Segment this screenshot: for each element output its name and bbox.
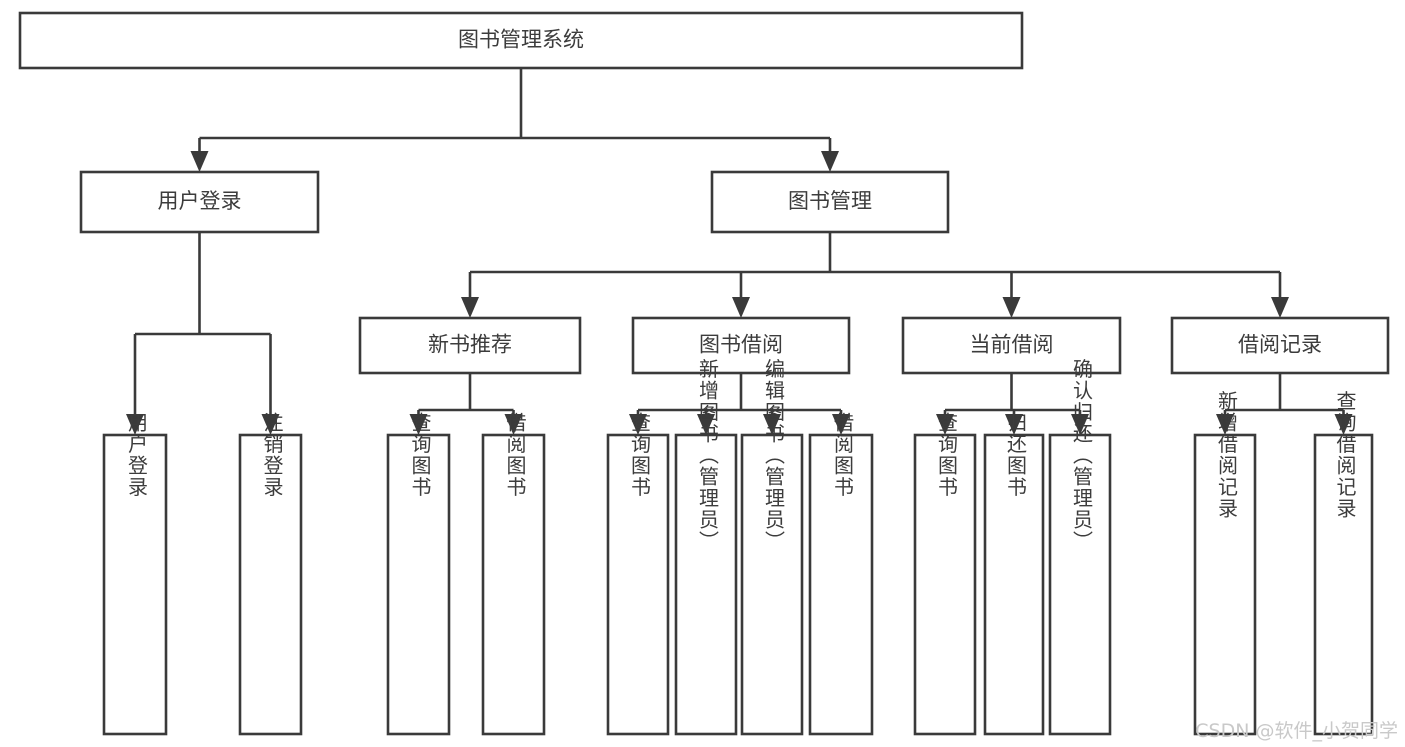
node-box-leaf-borrow-book-recommend: [481, 433, 546, 736]
node-label-leaf-confirm-return-admin: 确认归还（管理员）: [1070, 358, 1094, 552]
arrow-head-leaf-borrow-book: [832, 414, 850, 435]
connector-layer: [126, 68, 1353, 435]
arrow-head-book-borrow: [732, 297, 750, 318]
node-new-book-recommend[interactable]: 新书推荐: [358, 316, 582, 375]
node-label-new-book-recommend: 新书推荐: [428, 333, 512, 357]
node-label-leaf-query-book-recommend: 查询图书: [408, 412, 432, 498]
arrow-head-leaf-query-book-current: [936, 414, 954, 435]
node-borrow-record[interactable]: 借阅记录: [1170, 316, 1390, 375]
node-box-new-book-recommend: [358, 316, 582, 375]
node-book-management[interactable]: 图书管理: [710, 170, 950, 234]
node-box-leaf-add-book-admin: [674, 433, 738, 736]
node-box-leaf-query-book-borrow: [606, 433, 670, 736]
node-label-user-login: 用户登录: [158, 189, 242, 213]
arrow-head-leaf-confirm-return-admin: [1071, 414, 1089, 435]
node-label-root: 图书管理系统: [458, 28, 584, 52]
node-box-leaf-edit-book-admin: [740, 433, 804, 736]
node-root[interactable]: 图书管理系统: [18, 11, 1024, 70]
node-leaf-query-book-current[interactable]: 查询图书: [913, 412, 977, 736]
node-leaf-add-borrow-record[interactable]: 新增借阅记录: [1193, 390, 1257, 736]
node-current-borrow[interactable]: 当前借阅: [901, 316, 1122, 375]
node-label-book-borrow: 图书借阅: [699, 333, 783, 357]
node-box-user-login: [79, 170, 320, 234]
node-box-leaf-add-borrow-record: [1193, 433, 1257, 736]
node-user-login[interactable]: 用户登录: [79, 170, 320, 234]
node-label-leaf-query-book-borrow: 查询图书: [628, 412, 652, 498]
node-label-leaf-query-book-current: 查询图书: [935, 412, 959, 498]
node-label-leaf-return-book: 归还图书: [1004, 412, 1028, 498]
node-label-leaf-logout: 注销登录: [260, 412, 284, 498]
node-label-leaf-user-login: 用户登录: [125, 412, 149, 498]
node-leaf-return-book[interactable]: 归还图书: [983, 412, 1045, 736]
arrow-head-leaf-edit-book-admin: [763, 414, 781, 435]
node-label-leaf-query-borrow-record: 查询借阅记录: [1333, 390, 1357, 519]
node-leaf-logout[interactable]: 注销登录: [238, 412, 303, 736]
node-leaf-borrow-book[interactable]: 借阅图书: [808, 412, 874, 736]
node-label-leaf-edit-book-admin: 编辑图书（管理员）: [762, 358, 786, 552]
node-leaf-query-book-borrow[interactable]: 查询图书: [606, 412, 670, 736]
node-leaf-user-login[interactable]: 用户登录: [102, 412, 168, 736]
arrow-head-borrow-record: [1271, 297, 1289, 318]
node-label-leaf-add-borrow-record: 新增借阅记录: [1215, 390, 1239, 519]
arrow-head-user-login: [190, 151, 209, 172]
node-label-current-borrow: 当前借阅: [970, 333, 1054, 357]
node-box-leaf-query-book-recommend: [386, 433, 451, 736]
node-box-leaf-borrow-book: [808, 433, 874, 736]
node-label-book-management: 图书管理: [788, 189, 872, 213]
arrow-head-leaf-query-borrow-record: [1334, 414, 1353, 435]
arrow-head-leaf-query-book-recommend: [409, 414, 428, 435]
arrow-head-leaf-user-login: [126, 414, 144, 435]
node-box-leaf-query-borrow-record: [1313, 433, 1374, 736]
node-box-leaf-query-book-current: [913, 433, 977, 736]
arrow-head-new-book-recommend: [461, 297, 479, 318]
node-label-leaf-add-book-admin: 新增图书（管理员）: [696, 358, 720, 552]
node-leaf-query-book-recommend[interactable]: 查询图书: [386, 412, 451, 736]
node-box-current-borrow: [901, 316, 1122, 375]
node-box-leaf-logout: [238, 433, 303, 736]
arrow-head-leaf-query-book-borrow: [629, 414, 647, 435]
node-layer: 图书管理系统用户登录图书管理新书推荐图书借阅当前借阅借阅记录用户登录注销登录查询…: [18, 11, 1390, 736]
node-leaf-query-borrow-record[interactable]: 查询借阅记录: [1313, 390, 1374, 736]
node-leaf-edit-book-admin[interactable]: 编辑图书（管理员）: [740, 358, 804, 736]
node-label-leaf-borrow-book: 借阅图书: [831, 412, 855, 498]
node-box-borrow-record: [1170, 316, 1390, 375]
node-book-borrow[interactable]: 图书借阅: [631, 316, 851, 375]
node-leaf-add-book-admin[interactable]: 新增图书（管理员）: [674, 358, 738, 736]
arrow-head-leaf-borrow-book-recommend: [504, 414, 523, 435]
node-leaf-confirm-return-admin[interactable]: 确认归还（管理员）: [1048, 358, 1112, 736]
node-label-borrow-record: 借阅记录: [1238, 333, 1322, 357]
node-box-root: [18, 11, 1024, 70]
arrow-head-book-management: [821, 151, 839, 172]
arrow-head-leaf-add-borrow-record: [1216, 414, 1234, 435]
arrow-head-current-borrow: [1002, 297, 1021, 318]
node-box-book-management: [710, 170, 950, 234]
node-box-leaf-return-book: [983, 433, 1045, 736]
node-box-book-borrow: [631, 316, 851, 375]
node-box-leaf-confirm-return-admin: [1048, 433, 1112, 736]
node-label-leaf-borrow-book-recommend: 借阅图书: [503, 412, 527, 498]
arrow-head-leaf-return-book: [1005, 414, 1023, 435]
csdn-watermark: CSDN @软件_小贺同学: [1195, 720, 1398, 742]
node-box-leaf-user-login: [102, 433, 168, 736]
node-leaf-borrow-book-recommend[interactable]: 借阅图书: [481, 412, 546, 736]
arrow-head-leaf-add-book-admin: [697, 414, 715, 435]
arrow-head-leaf-logout: [261, 414, 280, 435]
